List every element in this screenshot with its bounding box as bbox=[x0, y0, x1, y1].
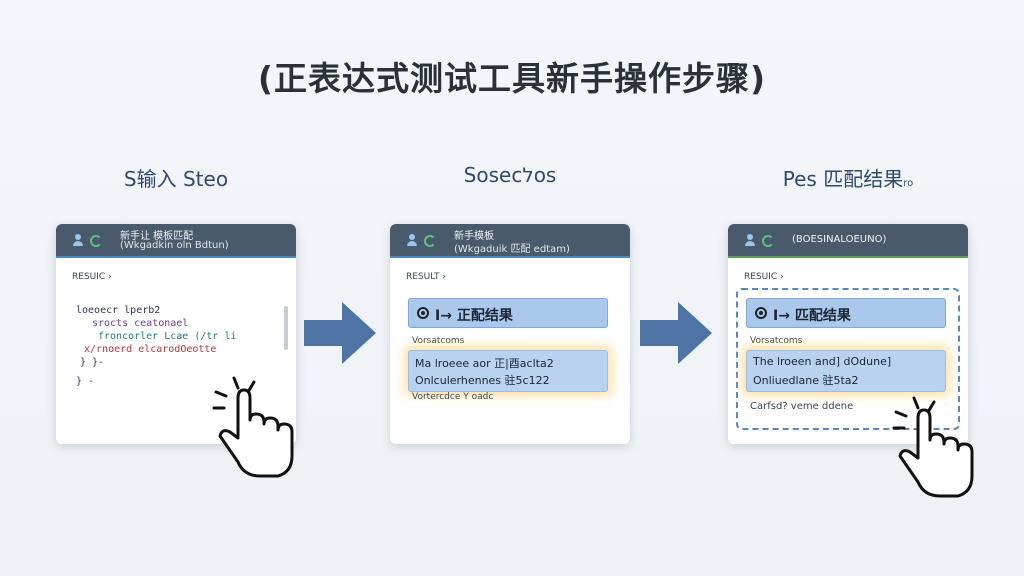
code-line: srocts ceatonael bbox=[92, 318, 189, 329]
refresh-icon bbox=[90, 235, 102, 247]
step-3-result-label: RESUIC › bbox=[744, 272, 784, 282]
step-1-header-subtitle: (Wkgadkin oln Bdtun) bbox=[120, 240, 229, 251]
step-2-header-subtitle: (Wkgaduik 匹配 edtam) bbox=[454, 244, 570, 255]
step-3-selection-frame bbox=[736, 288, 960, 430]
step-3-highlighted-result: The lroeen and] dOdune] Onliuedlane 驻5ta… bbox=[746, 350, 946, 392]
step-3-label: Pes 匹配结果ro bbox=[782, 167, 914, 191]
step-1-code-editor[interactable]: loeoecr lperb2 srocts ceatonael froncorl… bbox=[76, 304, 276, 388]
page-title: (正表达式测试工具新手操作步骤) bbox=[257, 59, 767, 98]
step-3-match-button[interactable]: I→ 匹配结果 bbox=[746, 298, 946, 328]
target-icon bbox=[417, 307, 429, 319]
highlight-line: Onlculerhennes 驻5c122 bbox=[415, 374, 550, 387]
step-2-label: Sosecלos bbox=[463, 163, 557, 187]
user-icon bbox=[72, 234, 84, 246]
highlight-line: Onliuedlane 驻5ta2 bbox=[753, 374, 859, 387]
hand-cursor-icon bbox=[212, 376, 294, 478]
highlight-line: The lroeen and] dOdune] bbox=[753, 355, 892, 368]
step-2-sub-label: Vorsatcoms bbox=[412, 336, 465, 346]
step-2-header-title: 新手模板 bbox=[454, 231, 494, 242]
step-3-panel-header: (BOESINALOEUNO) bbox=[728, 224, 968, 258]
step-3-match-text: I→ 匹配结果 bbox=[773, 308, 851, 324]
step-2-footer-text: Vortercdce Y oadc bbox=[412, 392, 494, 402]
highlight-line: Ma lroeee aor 正|酉aclta2 bbox=[415, 357, 554, 370]
arrow-right-icon bbox=[304, 302, 376, 364]
step-3-label-suffix: ro bbox=[903, 178, 914, 189]
step-1-scrollbar[interactable] bbox=[284, 306, 288, 350]
hand-cursor-icon bbox=[892, 396, 974, 498]
code-line: x/rnoerd elcarodOeotte bbox=[84, 344, 217, 355]
user-icon bbox=[406, 234, 418, 246]
step-1-label: S输入 Steo bbox=[123, 167, 229, 191]
step-2-match-text: I→ 正配结果 bbox=[435, 308, 513, 324]
refresh-icon bbox=[424, 235, 436, 247]
refresh-icon bbox=[762, 235, 774, 247]
step-2-highlighted-result: Ma lroeee aor 正|酉aclta2 Onlculerhennes 驻… bbox=[408, 350, 608, 392]
step-3-sub-label: Vorsatcoms bbox=[750, 336, 803, 346]
step-2-result-label: RESULT › bbox=[406, 272, 446, 282]
arrow-right-icon bbox=[640, 302, 712, 364]
step-3-header-title: (BOESINALOEUNO) bbox=[792, 234, 887, 245]
code-line: froncorler Lcae (/tr li bbox=[98, 331, 237, 342]
code-line: loeoecr lperb2 bbox=[76, 305, 161, 316]
step-2-match-button[interactable]: I→ 正配结果 bbox=[408, 298, 608, 328]
target-icon bbox=[755, 307, 767, 319]
step-1-header-title: 新手让 模板匹配 bbox=[120, 231, 194, 242]
step-2-panel-header: 新手模板 (Wkgaduik 匹配 edtam) bbox=[390, 224, 630, 258]
code-line: } }- bbox=[80, 357, 105, 368]
step-2-panel: 新手模板 (Wkgaduik 匹配 edtam) RESULT › I→ 正配结… bbox=[390, 224, 630, 444]
step-3-footer-text: Carfsd? veme ddene bbox=[750, 401, 854, 412]
step-1-panel-header: 新手让 模板匹配 (Wkgadkin oln Bdtun) bbox=[56, 224, 296, 258]
step-1-result-label: RESUIC › bbox=[72, 272, 112, 282]
step-3-panel: (BOESINALOEUNO) RESUIC › I→ 匹配结果 Vorsatc… bbox=[728, 224, 968, 444]
code-line: } - bbox=[76, 376, 95, 387]
step-1-panel: 新手让 模板匹配 (Wkgadkin oln Bdtun) RESUIC › l… bbox=[56, 224, 296, 444]
user-icon bbox=[744, 234, 756, 246]
